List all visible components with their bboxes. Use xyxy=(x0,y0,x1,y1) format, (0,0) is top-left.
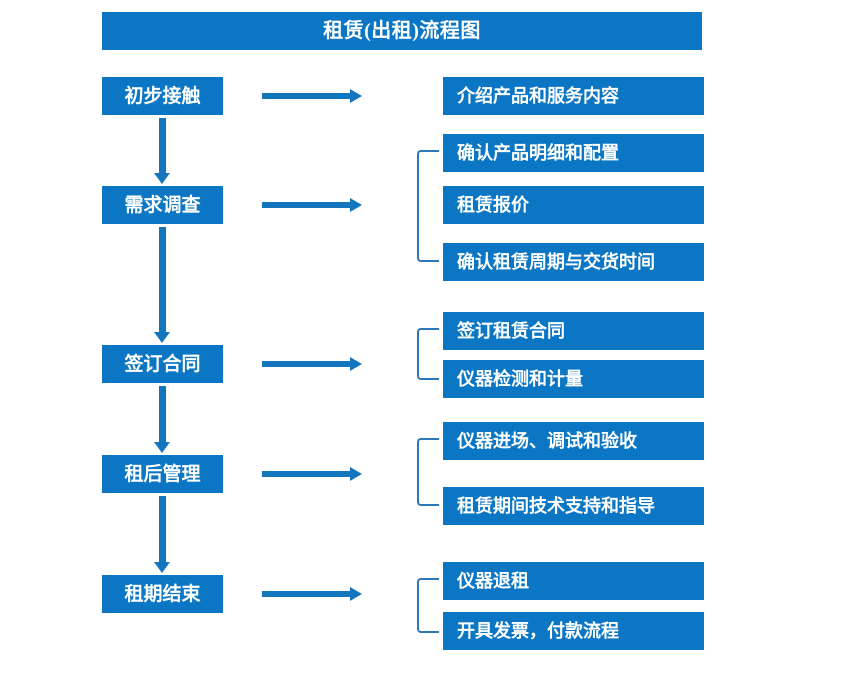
stage-node-4-label: 租后管理 xyxy=(124,463,201,485)
arrow-down-icon-3 xyxy=(152,386,172,453)
detail-node-3[interactable]: 租赁报价 xyxy=(443,186,704,224)
detail-node-8[interactable]: 租赁期间技术支持和指导 xyxy=(443,487,704,525)
stage-node-5[interactable]: 租期结束 xyxy=(102,575,223,613)
detail-node-9[interactable]: 仪器退租 xyxy=(443,562,704,600)
detail-node-5-label: 签订租赁合同 xyxy=(457,321,565,341)
detail-node-1-label: 介绍产品和服务内容 xyxy=(457,86,619,106)
diagram-title: 租赁(出租)流程图 xyxy=(323,20,481,42)
arrow-right-icon-4 xyxy=(262,467,362,481)
group-bracket-icon-2 xyxy=(417,328,439,380)
arrow-right-icon-5 xyxy=(262,587,362,601)
stage-node-1-label: 初步接触 xyxy=(124,85,201,107)
stage-node-2-label: 需求调查 xyxy=(124,194,201,216)
detail-node-2-label: 确认产品明细和配置 xyxy=(457,143,619,163)
group-bracket-icon-4 xyxy=(417,578,439,633)
detail-node-7-label: 仪器进场、调试和验收 xyxy=(457,431,637,451)
detail-node-4-label: 确认租赁周期与交货时间 xyxy=(457,252,655,272)
stage-node-3[interactable]: 签订合同 xyxy=(102,345,223,383)
detail-node-6-label: 仪器检测和计量 xyxy=(457,369,583,389)
stage-node-3-label: 签订合同 xyxy=(124,353,201,375)
detail-node-4[interactable]: 确认租赁周期与交货时间 xyxy=(443,243,704,281)
detail-node-8-label: 租赁期间技术支持和指导 xyxy=(457,496,655,516)
arrow-down-icon-1 xyxy=(152,118,172,184)
detail-node-5[interactable]: 签订租赁合同 xyxy=(443,312,704,350)
stage-node-2[interactable]: 需求调查 xyxy=(102,186,223,224)
arrow-right-icon-2 xyxy=(262,198,362,212)
group-bracket-icon-1 xyxy=(417,150,439,262)
stage-node-5-label: 租期结束 xyxy=(124,583,201,605)
detail-node-1[interactable]: 介绍产品和服务内容 xyxy=(443,77,704,115)
detail-node-9-label: 仪器退租 xyxy=(457,571,529,591)
arrow-right-icon-1 xyxy=(262,89,362,103)
detail-node-6[interactable]: 仪器检测和计量 xyxy=(443,360,704,398)
detail-node-10[interactable]: 开具发票，付款流程 xyxy=(443,612,704,650)
stage-node-1[interactable]: 初步接触 xyxy=(102,77,223,115)
detail-node-2[interactable]: 确认产品明细和配置 xyxy=(443,134,704,172)
group-bracket-icon-3 xyxy=(417,438,439,506)
arrow-right-icon-3 xyxy=(262,357,362,371)
detail-node-10-label: 开具发票，付款流程 xyxy=(457,621,619,641)
detail-node-3-label: 租赁报价 xyxy=(457,195,529,215)
arrow-down-icon-4 xyxy=(152,496,172,573)
stage-node-4[interactable]: 租后管理 xyxy=(102,455,223,493)
detail-node-7[interactable]: 仪器进场、调试和验收 xyxy=(443,422,704,460)
arrow-down-icon-2 xyxy=(152,227,172,343)
diagram-title-bar: 租赁(出租)流程图 xyxy=(102,12,702,50)
